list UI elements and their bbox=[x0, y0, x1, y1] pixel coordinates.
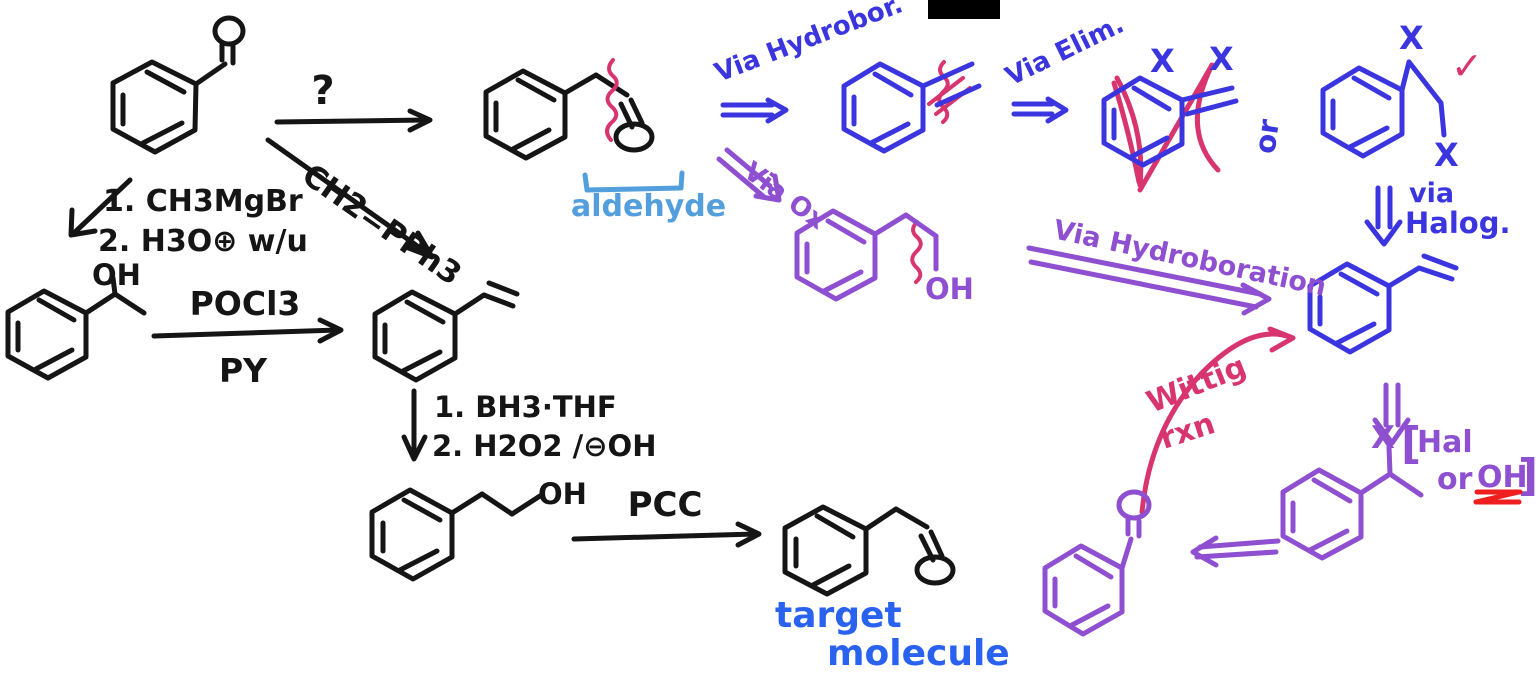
molecule-2-phenylethanol-retro bbox=[794, 208, 939, 302]
molecule-target-phenylacetaldehyde bbox=[782, 504, 956, 597]
grignard-step-1-label: 1. CH3MgBr bbox=[103, 184, 303, 219]
target-label-line-1: target bbox=[775, 595, 902, 636]
retro-arrow-hydrobor bbox=[720, 97, 789, 124]
molecule-styrene-retro bbox=[1307, 253, 1459, 355]
retro-arrow-ox bbox=[716, 147, 782, 203]
molecule-2-phenylethanol-forward bbox=[369, 487, 543, 582]
molecule-1-2-dihalide bbox=[1320, 59, 1447, 159]
question-label: ? bbox=[311, 68, 334, 114]
arrow-grignard-diagonal bbox=[68, 177, 133, 238]
halide-option-oh: OH bbox=[1477, 460, 1528, 495]
retro-arrow-elim bbox=[1011, 96, 1069, 124]
rejected-x-label-left: X bbox=[1150, 42, 1175, 80]
molecule-benzylic-x-compound bbox=[1280, 444, 1424, 561]
disconnection-squiggle-aldehyde bbox=[605, 58, 619, 142]
retro-arrow-styrene-down bbox=[1372, 382, 1411, 446]
molecule-phenylacetaldehyde-product bbox=[483, 68, 655, 161]
oh-underline-red bbox=[1473, 489, 1523, 505]
route-label-or: or bbox=[1248, 116, 1287, 155]
disconnection-squiggle-alcohol bbox=[910, 220, 923, 284]
arrow-question-top bbox=[274, 108, 433, 133]
halide-connector-or: or bbox=[1437, 462, 1473, 497]
halide-bracket-close: ] bbox=[1518, 450, 1536, 501]
molecule-styrene-forward bbox=[372, 280, 520, 383]
arrow-hydroboration-down bbox=[401, 388, 428, 462]
pcc-reagent-label: PCC bbox=[628, 485, 703, 525]
retro-arrow-to-benzaldehyde bbox=[1190, 535, 1281, 568]
halide-option-hal: Hal bbox=[1417, 425, 1473, 460]
dehydration-reagent-bottom: PY bbox=[219, 351, 268, 390]
route-label-via-halog-line-1: via bbox=[1409, 178, 1454, 209]
molecule-benzaldehyde-start bbox=[110, 15, 246, 155]
molecule-rejected-vinyl-dihalide bbox=[1101, 75, 1239, 168]
route-label-via-halog-line-2: Halog. bbox=[1405, 206, 1510, 240]
arrow-pcc-oxidation bbox=[571, 521, 762, 548]
redaction-bar bbox=[928, 0, 1000, 19]
grignard-step-2-label: 2. H3O⊕ w/u bbox=[98, 224, 308, 259]
halide-x-symbol: X bbox=[1371, 420, 1395, 456]
dehydration-reagent-top: POCl3 bbox=[190, 284, 301, 323]
hydroboration-step-1-label: 1. BH3·THF bbox=[434, 390, 617, 424]
molecule-1-phenylethanol bbox=[5, 275, 147, 381]
check-mark-icon: ✓ bbox=[1451, 44, 1483, 88]
halide-bracket-open: [ bbox=[1401, 418, 1421, 469]
target-molecule-label-group: target molecule bbox=[775, 595, 1010, 674]
hydroxyl-label-retro-alcohol: OH bbox=[925, 272, 974, 306]
aldehyde-label: aldehyde bbox=[571, 189, 726, 224]
target-label-line-2: molecule bbox=[827, 633, 1010, 674]
aldehyde-bracket bbox=[582, 170, 685, 193]
dihalide-x-label-bottom: X bbox=[1434, 136, 1459, 174]
retro-arrow-halog-down bbox=[1364, 185, 1403, 247]
molecule-phenylacetylene bbox=[841, 61, 982, 154]
dihalide-x-label-top: X bbox=[1399, 19, 1424, 57]
hydroxyl-label-2-phenylethanol: OH bbox=[538, 477, 587, 511]
arrow-wittig-diagonal bbox=[265, 137, 435, 260]
retro-arrow-hydroboration-long bbox=[1026, 245, 1272, 316]
arrow-wittig-curved bbox=[1139, 326, 1296, 515]
molecule-benzaldehyde-retro bbox=[1042, 489, 1152, 637]
hydroxyl-label-1-phenylethanol: OH bbox=[92, 258, 141, 292]
arrow-dehydration bbox=[151, 317, 344, 344]
rejected-x-label-right: X bbox=[1209, 40, 1234, 78]
hydroboration-step-2-label: 2. H2O2 /⊖OH bbox=[432, 429, 656, 463]
